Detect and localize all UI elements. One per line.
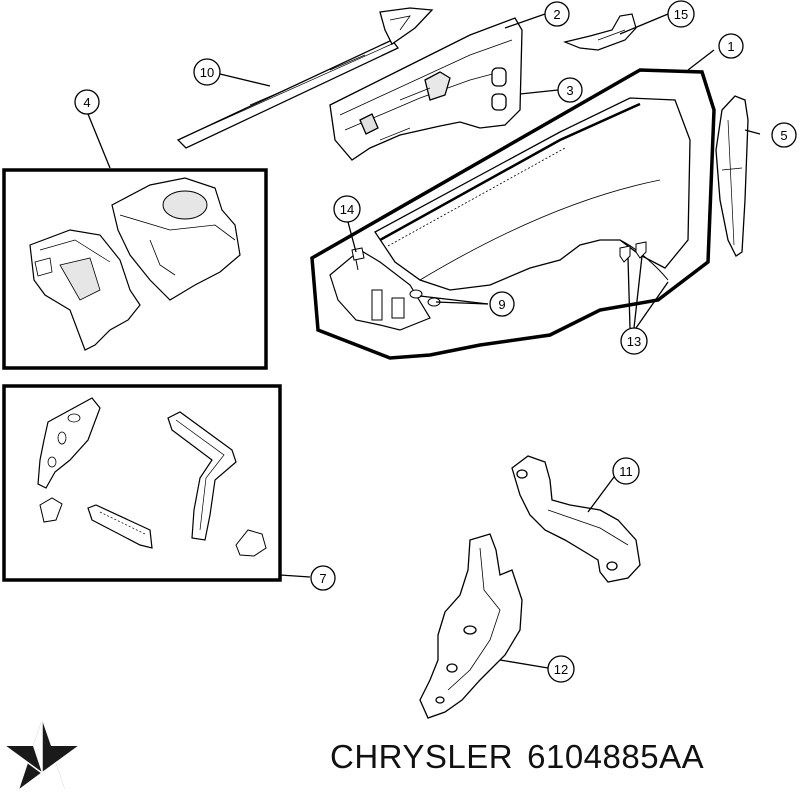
callout-12: 12: [547, 655, 575, 683]
part-2-3-apron: [329, 17, 523, 161]
svg-text:7: 7: [319, 571, 326, 586]
part-11-bracket: [511, 455, 641, 583]
leader-lines: [87, 13, 761, 669]
svg-text:14: 14: [340, 202, 354, 217]
chrysler-pentastar-icon: [4, 720, 80, 791]
part-5-shield: [715, 95, 749, 257]
callout-2: 2: [544, 1, 570, 27]
svg-text:3: 3: [566, 83, 573, 98]
callout-11: 11: [612, 457, 640, 485]
svg-text:9: 9: [498, 297, 505, 312]
group-box-4: [2, 168, 268, 370]
callout-10: 10: [193, 58, 221, 86]
svg-text:1: 1: [727, 39, 734, 54]
fastener-9: [409, 289, 441, 307]
svg-text:11: 11: [619, 464, 633, 479]
callout-5: 5: [771, 122, 797, 148]
callout-15: 15: [667, 0, 695, 28]
svg-text:13: 13: [627, 334, 641, 349]
part-number: 6104885AA: [527, 738, 705, 775]
fastener-14: [351, 247, 365, 271]
part-15-bracket: [563, 13, 637, 51]
callout-9: 9: [489, 291, 515, 317]
callout-1: 1: [718, 33, 744, 59]
svg-text:15: 15: [674, 7, 688, 22]
fastener-13: [619, 241, 647, 263]
svg-text:2: 2: [553, 7, 560, 22]
svg-text:12: 12: [554, 662, 568, 677]
svg-text:10: 10: [200, 65, 214, 80]
callout-14: 14: [333, 195, 361, 223]
brand-name: CHRYSLER: [330, 738, 514, 775]
brand-part-number: CHRYSLER 6104885AA: [330, 738, 704, 776]
group-box-7: [2, 384, 282, 582]
part-12-bracket: [419, 533, 523, 719]
svg-text:5: 5: [780, 128, 787, 143]
part-10-strip: [176, 7, 434, 149]
callout-13: 13: [620, 327, 648, 355]
callout-3: 3: [557, 77, 583, 103]
callout-7: 7: [310, 565, 336, 591]
callout-4: 4: [74, 89, 100, 115]
svg-text:4: 4: [83, 95, 90, 110]
part-1-fender: [310, 68, 716, 360]
